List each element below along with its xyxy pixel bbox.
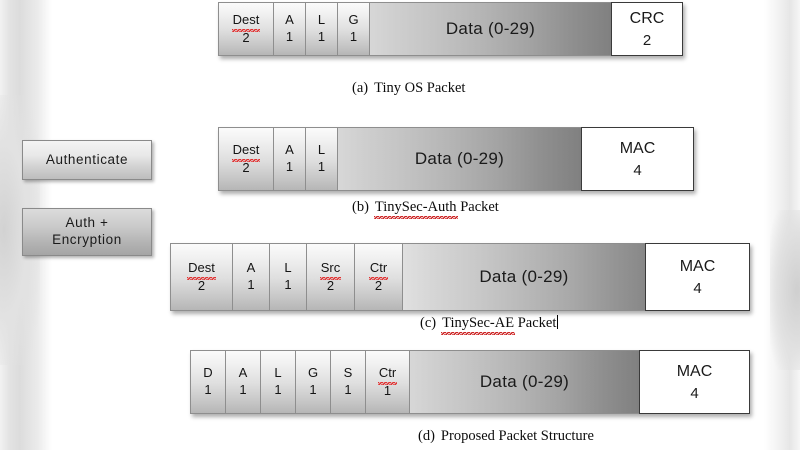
field-name: Dest [231, 142, 261, 162]
field-name: A [238, 365, 248, 381]
packet-caption-tinysec-ae[interactable]: (c)TinySec-AE Packet [420, 315, 559, 335]
packet-field-proposed-data[interactable]: Data (0-29) [409, 350, 639, 414]
field-size: 1 [284, 277, 292, 292]
caption-tag: (c) [420, 315, 437, 331]
field-name: MAC [619, 139, 656, 157]
field-name: MAC [676, 362, 713, 380]
field-name: G [348, 12, 359, 28]
field-name: A [246, 260, 256, 276]
data-payload-label: Data (0-29) [445, 19, 536, 38]
field-size: 1 [344, 382, 352, 397]
field-size: 2 [326, 277, 335, 293]
packet-field-proposed-mac[interactable]: MAC 4 [639, 350, 750, 414]
legend-box-authenticate[interactable]: Authenticate [22, 140, 152, 180]
field-size: 1 [285, 159, 294, 174]
field-size: 1 [204, 382, 212, 397]
packet-field-tinysec-auth-mac[interactable]: MAC 4 [581, 127, 694, 191]
field-name: Src [319, 260, 341, 280]
text-caret [557, 315, 559, 329]
field-name: L [317, 142, 326, 158]
field-name: CRC [629, 9, 665, 27]
caption-text: TinySec-Auth Packet [373, 199, 499, 219]
legend-label-authenticate: Authenticate [45, 151, 129, 167]
field-size: 2 [374, 277, 383, 293]
field-size: 1 [239, 382, 247, 397]
data-payload-label: Data (0-29) [414, 149, 505, 168]
caption-tag: (b) [352, 199, 369, 215]
field-size: 2 [242, 159, 250, 175]
packet-caption-tinyos[interactable]: (a) Tiny OS Packet [352, 80, 465, 97]
field-name: D [203, 365, 213, 381]
field-name: Ctr [377, 365, 398, 385]
field-name: G [307, 365, 319, 381]
field-size: 1 [349, 29, 358, 44]
caption-tag: (d) [418, 428, 435, 444]
field-name: Dest [231, 12, 261, 32]
packet-field-tinysec-auth-data[interactable]: Data (0-29) [337, 127, 581, 191]
packet-field-tinyos-data[interactable]: Data (0-29) [369, 2, 611, 56]
field-name: L [274, 365, 282, 381]
field-size: 4 [633, 161, 642, 179]
caption-text: Proposed Packet Structure [440, 428, 594, 444]
field-size: 1 [317, 29, 326, 44]
packet-caption-proposed[interactable]: (d) Proposed Packet Structure [418, 428, 594, 445]
field-size: 2 [642, 31, 652, 49]
caption-text: Tiny OS Packet [374, 80, 466, 96]
legend-box-auth-encryption[interactable]: Auth + Encryption [22, 208, 152, 256]
field-size: 1 [383, 382, 392, 398]
field-size: 1 [247, 277, 255, 292]
field-name: S [343, 365, 353, 381]
caption-text: TinySec-AE Packet [441, 315, 557, 335]
field-name: L [317, 12, 326, 28]
field-size: 1 [285, 29, 294, 44]
field-size: 4 [690, 384, 699, 402]
field-name: A [285, 12, 294, 28]
field-name: MAC [679, 257, 716, 275]
field-name: A [285, 142, 294, 158]
field-size: 2 [197, 277, 206, 293]
field-name: Ctr [368, 260, 389, 280]
caption-tag: (a) [352, 80, 369, 96]
packet-field-tinyos-crc[interactable]: CRC 2 [611, 2, 683, 56]
background-blob-right [770, 210, 800, 370]
packet-caption-tinysec-auth[interactable]: (b)TinySec-Auth Packet [352, 199, 499, 219]
field-size: 1 [274, 382, 282, 397]
data-payload-label: Data (0-29) [479, 372, 570, 391]
packet-field-tinysec-ae-data[interactable]: Data (0-29) [402, 243, 645, 311]
field-size: 1 [309, 382, 317, 397]
legend-label-auth-encryption: Auth + Encryption [52, 215, 122, 247]
data-payload-label: Data (0-29) [479, 267, 569, 286]
field-name: Dest [187, 260, 216, 280]
field-size: 4 [693, 279, 702, 297]
field-size: 2 [242, 29, 250, 45]
field-size: 1 [317, 159, 326, 174]
background-band-right [764, 0, 800, 450]
packet-field-tinysec-ae-mac[interactable]: MAC 4 [645, 243, 750, 311]
field-name: L [284, 260, 292, 276]
